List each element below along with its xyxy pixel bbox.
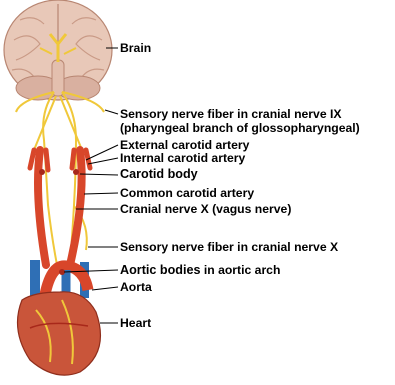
label-sensory-ix-line2: (pharyngeal branch of glossopharyngeal) — [120, 122, 360, 135]
label-brain: Brain — [120, 42, 151, 55]
heart-illustration — [18, 260, 101, 375]
nerve-fibers — [16, 92, 104, 270]
label-common-carotid: Common carotid artery — [120, 187, 254, 200]
leader-aorta — [92, 287, 118, 290]
label-sensory-x: Sensory nerve fiber in cranial nerve X — [120, 241, 338, 254]
leader-sensory-ix — [105, 110, 118, 114]
carotid-arteries — [30, 150, 90, 265]
label-vagus: Cranial nerve X (vagus nerve) — [120, 203, 291, 216]
carotid-body-term: Carotid body — [120, 167, 198, 181]
label-aorta: Aorta — [120, 281, 152, 294]
leader-internal-carotid — [88, 158, 118, 164]
label-sensory-ix-line1: Sensory nerve fiber in cranial nerve IX — [120, 108, 342, 121]
brain-illustration — [4, 0, 112, 100]
label-aortic-bodies: Aortic bodies in aortic arch — [120, 264, 280, 277]
aortic-bodies-term: Aortic bodies — [120, 263, 200, 277]
label-heart: Heart — [120, 317, 151, 330]
aortic-bodies-suffix: in aortic arch — [200, 263, 280, 277]
leader-external-carotid — [86, 145, 118, 160]
label-internal-carotid: Internal carotid artery — [120, 152, 245, 165]
label-carotid-body: Carotid body — [120, 168, 198, 181]
leader-carotid-body — [80, 174, 118, 175]
leader-common-carotid — [84, 193, 118, 194]
